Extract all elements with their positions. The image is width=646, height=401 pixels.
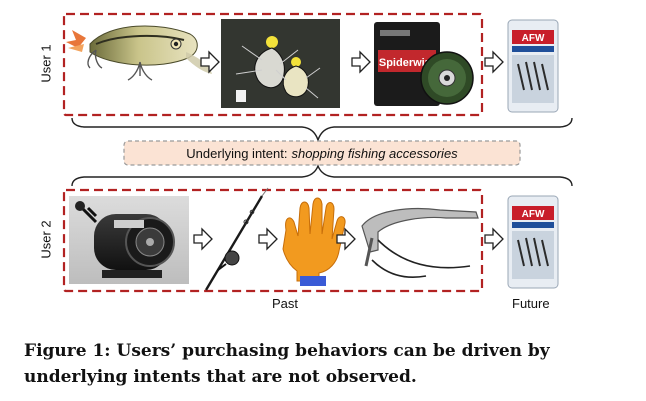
arrow-icon <box>258 227 278 251</box>
future-package-image: AFW <box>507 19 559 113</box>
glove-image <box>282 197 346 286</box>
intent-box <box>123 140 521 166</box>
user2-dashed-box <box>62 188 484 293</box>
figure-canvas: Spiderwire AFW <box>62 12 573 293</box>
future-package-image: AFW <box>507 195 559 289</box>
arrow-icon <box>200 50 220 74</box>
upper-brace <box>71 117 573 143</box>
rod-image <box>204 187 269 291</box>
arrow-icon <box>484 50 504 74</box>
intent-emphasis: shopping fishing accessories <box>291 145 458 161</box>
user1-dashed-box <box>62 12 484 117</box>
arrow-icon <box>351 50 371 74</box>
user2-label: User 2 <box>38 220 54 259</box>
spool-brand-text: Spiderwire <box>379 57 435 69</box>
package-brand-text: AFW <box>522 209 545 220</box>
future-label: Future <box>512 296 550 311</box>
bobbers-image <box>221 19 340 108</box>
past-label: Past <box>272 296 299 311</box>
intent-prefix: Underlying intent: <box>186 145 288 161</box>
arrow-icon <box>336 227 356 251</box>
fish-grip-image <box>361 207 479 278</box>
user1-label: User 1 <box>38 44 54 83</box>
arrow-icon <box>193 227 213 251</box>
arrow-icon <box>484 227 504 251</box>
lure-image <box>66 25 212 81</box>
figure-caption: Figure 1: Users’ purchasing behaviors ca… <box>24 341 550 387</box>
figure: Spiderwire AFW <box>38 12 573 311</box>
package-brand-text: AFW <box>522 33 545 44</box>
reel-image <box>69 196 189 284</box>
line-spool-image: Spiderwire <box>374 22 474 106</box>
lower-brace <box>71 164 573 187</box>
intent-text: Underlying intent: shopping fishing acce… <box>124 141 520 165</box>
